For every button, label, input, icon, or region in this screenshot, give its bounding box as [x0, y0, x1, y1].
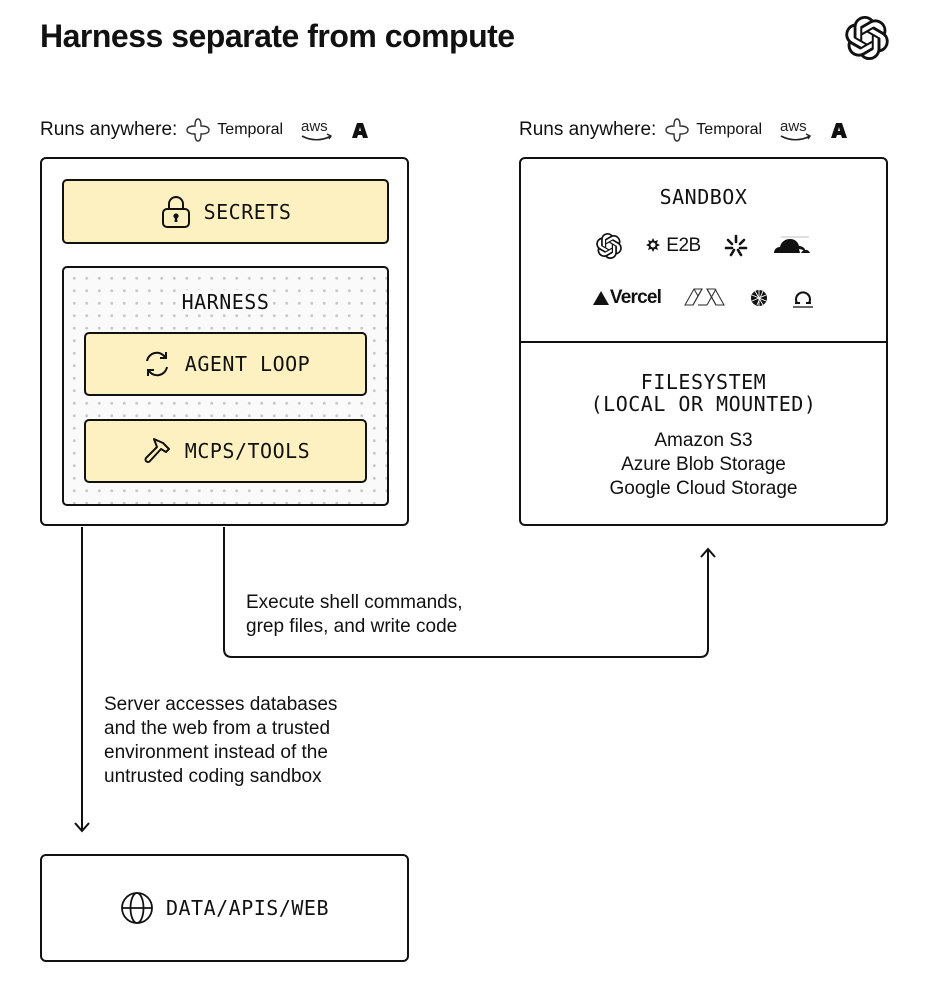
- secrets-label: SECRETS: [203, 199, 292, 224]
- temporal-label: Temporal: [696, 121, 763, 138]
- data-apis-web-label: DATA/APIS/WEB: [165, 896, 330, 920]
- mcps-tools-label: MCPS/TOOLS: [184, 439, 311, 463]
- agent-loop-box: AGENT LOOP: [84, 332, 367, 396]
- sandbox-label: SANDBOX: [659, 185, 748, 209]
- lock-icon: [161, 195, 190, 228]
- server-note: Server accesses databases and the web fr…: [104, 694, 338, 787]
- runs-anywhere-left: Runs anywhere: Temporal aws: [40, 117, 369, 143]
- page-title: Harness separate from compute: [40, 18, 515, 54]
- refresh-loop-icon: [145, 351, 168, 377]
- globe-icon: [121, 892, 153, 924]
- server-arrowhead: [74, 822, 90, 833]
- aws-icon: aws: [780, 118, 812, 141]
- storage-item: Amazon S3: [654, 430, 753, 451]
- harness-label: HARNESS: [179, 290, 272, 314]
- data-apis-web-box: DATA/APIS/WEB: [40, 854, 409, 962]
- vercel-triangle-icon: [592, 291, 609, 305]
- runs-anywhere-label: Runs anywhere:: [519, 119, 657, 140]
- temporal-icon: [186, 118, 210, 142]
- runloop-logo-icon: [751, 290, 768, 306]
- blaxel-logo-icon: [793, 291, 814, 308]
- exec-arrowhead: [700, 547, 716, 558]
- secrets-box: SECRETS: [62, 179, 389, 244]
- hammer-icon: [144, 438, 170, 463]
- runs-anywhere-right: Runs anywhere: Temporal aws: [519, 117, 848, 143]
- temporal-logo: Temporal: [185, 117, 283, 143]
- sandbox-providers-row-2: Vercel: [521, 285, 886, 311]
- aws-icon: aws: [301, 118, 333, 141]
- e2b-label: E2B: [666, 235, 701, 256]
- filesystem-label: FILESYSTEM (LOCAL OR MOUNTED): [590, 370, 817, 416]
- exec-note: Execute shell commands, grep files, and …: [246, 592, 463, 637]
- a-logo-icon: [352, 123, 369, 138]
- sandbox-section: SANDBOX E2B Vercel: [521, 159, 886, 343]
- storage-item: Google Cloud Storage: [609, 478, 798, 499]
- sandbox-providers-row-1: E2B: [521, 233, 886, 259]
- a-logo-icon: [831, 123, 848, 138]
- storage-list: Amazon S3 Azure Blob Storage Google Clou…: [521, 429, 886, 501]
- svg-text:aws: aws: [780, 118, 807, 135]
- vercel-logo: Vercel: [592, 287, 662, 309]
- agent-loop-label: AGENT LOOP: [184, 352, 311, 376]
- e2b-logo: E2B: [644, 235, 701, 257]
- daytona-logo-icon: [724, 234, 748, 257]
- harness-box: HARNESS AGENT LOOP MCPS/TOOLS: [62, 266, 389, 506]
- e2b-star-icon: [646, 238, 661, 252]
- modal-logo-icon: [684, 288, 726, 306]
- storage-item: Azure Blob Storage: [621, 454, 786, 475]
- cloudflare-logo-icon: [773, 236, 810, 253]
- temporal-logo: Temporal: [664, 117, 762, 143]
- openai-logo-icon: [596, 233, 623, 259]
- harness-server-box: SECRETS HARNESS AGENT LOOP MCPS/TOOLS: [40, 157, 409, 526]
- openai-logo-icon: [845, 16, 889, 60]
- compute-box: SANDBOX E2B Vercel FILESYSTEM (LOCAL OR …: [519, 157, 888, 526]
- vercel-label: Vercel: [609, 287, 662, 308]
- temporal-label: Temporal: [217, 121, 284, 138]
- runs-anywhere-label: Runs anywhere:: [40, 119, 178, 140]
- temporal-icon: [665, 118, 689, 142]
- mcps-tools-box: MCPS/TOOLS: [84, 419, 367, 483]
- svg-text:aws: aws: [301, 118, 328, 135]
